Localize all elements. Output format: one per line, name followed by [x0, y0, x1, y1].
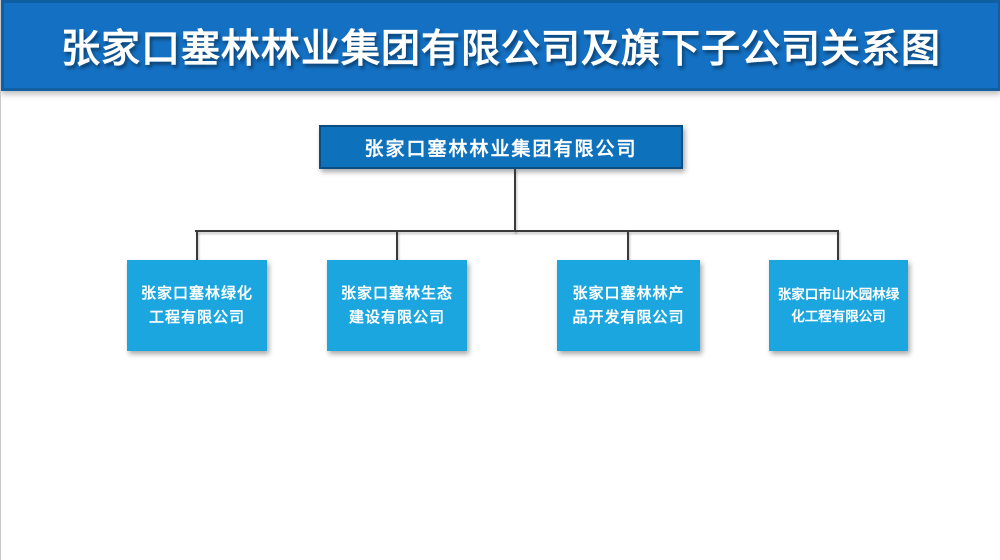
org-node-subsidiary-4-line1: 张家口市山水园林绿 [777, 286, 900, 302]
org-node-subsidiary-1-line2: 工程有限公司 [148, 308, 245, 326]
org-node-root: 张家口塞林林业集团有限公司 [319, 125, 683, 169]
connector-horizontal-main [195, 230, 839, 232]
org-node-subsidiary-3-line1: 张家口塞林林产 [572, 284, 685, 302]
org-node-subsidiary-2: 张家口塞林生态 建设有限公司 [327, 260, 467, 351]
org-node-subsidiary-1-line1: 张家口塞林绿化 [140, 284, 253, 302]
org-node-subsidiary-2-line2: 建设有限公司 [348, 308, 445, 326]
connector-drop-child-3 [627, 231, 629, 260]
connector-drop-child-2 [396, 231, 398, 260]
page-title: 张家口塞林林业集团有限公司及旗下子公司关系图 [60, 27, 941, 71]
org-node-subsidiary-2-line1: 张家口塞林生态 [340, 284, 453, 302]
connector-drop-child-1 [196, 231, 198, 260]
org-node-subsidiary-3-line2: 品开发有限公司 [572, 308, 685, 326]
title-bar: 张家口塞林林业集团有限公司及旗下子公司关系图 [1, 0, 1000, 91]
org-node-subsidiary-4-line2: 化工程有限公司 [791, 308, 886, 324]
org-node-subsidiary-4: 张家口市山水园林绿 化工程有限公司 [769, 260, 908, 351]
org-node-root-label: 张家口塞林林业集团有限公司 [364, 138, 638, 160]
connector-drop-child-4 [837, 231, 839, 260]
connector-root-vertical [514, 169, 516, 232]
org-node-subsidiary-3: 张家口塞林林产 品开发有限公司 [557, 260, 700, 351]
org-node-subsidiary-1: 张家口塞林绿化 工程有限公司 [127, 260, 267, 351]
